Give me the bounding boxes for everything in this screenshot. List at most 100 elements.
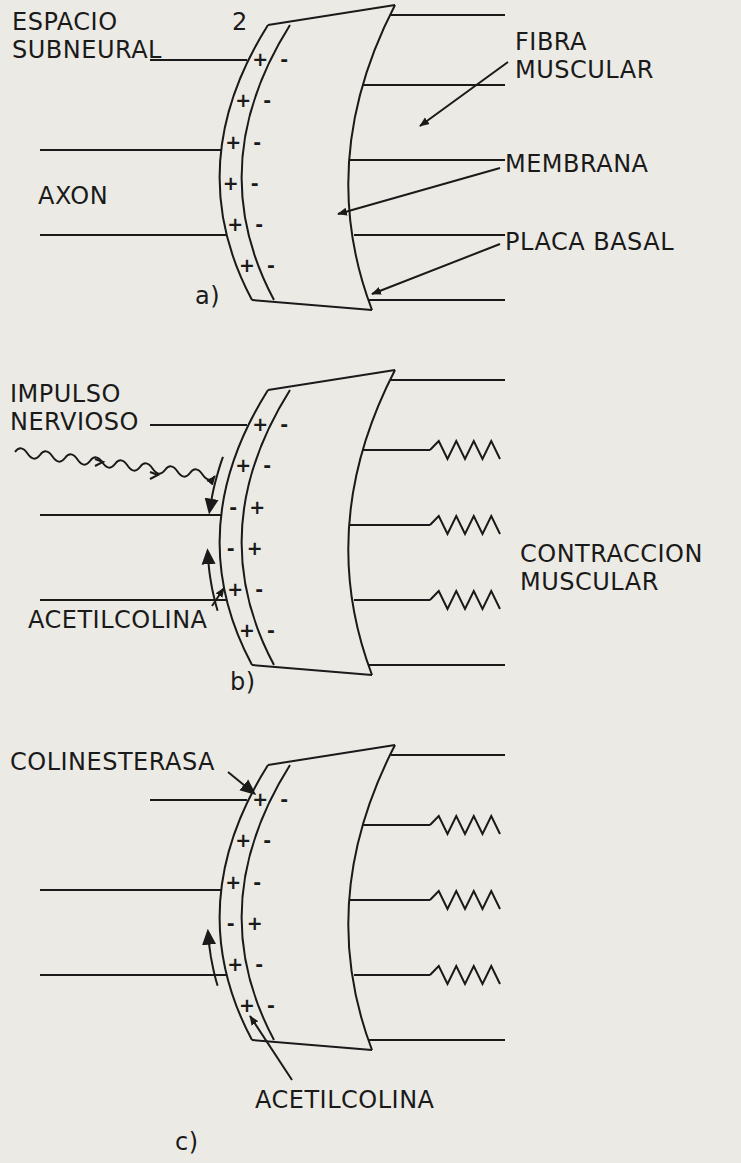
part-label: ESPACIO SUBNEURAL <box>12 8 187 64</box>
contraction-zigzag <box>430 966 500 984</box>
charge-sign: - <box>267 255 275 274</box>
charge-sign: - <box>267 995 275 1014</box>
axon-wall <box>40 889 221 891</box>
panel-drawings <box>15 5 508 1080</box>
charge-sign: - <box>263 456 271 475</box>
charge-sign: - <box>229 497 237 516</box>
charge-sign: - <box>253 872 261 891</box>
charge-sign: + <box>235 456 251 475</box>
muscle-fibre <box>350 899 430 901</box>
part-label: COLINESTERASA <box>10 748 240 776</box>
part-label: AXON <box>38 182 158 210</box>
charge-sign: - <box>280 414 288 433</box>
leader-line <box>338 168 500 214</box>
leader-line <box>372 244 500 294</box>
current-arrow <box>210 457 223 507</box>
basal-plate-arc <box>348 370 395 675</box>
muscle-fibre <box>369 299 505 301</box>
charge-sign: + <box>252 49 268 68</box>
charge-sign: + <box>225 132 241 151</box>
basal-plate-arc <box>348 5 395 310</box>
membrane-arc <box>220 25 268 300</box>
part-label: 2 <box>232 8 262 36</box>
charge-sign: + <box>249 497 265 516</box>
charge-sign: + <box>247 914 263 933</box>
charge-sign: + <box>239 620 255 639</box>
charge-sign: + <box>239 255 255 274</box>
part-label: CONTRACCION MUSCULAR <box>520 540 730 596</box>
impulse-arrowhead <box>150 472 158 479</box>
part-label: IMPULSO NERVIOSO <box>10 380 200 436</box>
axon-wall <box>40 514 221 516</box>
panel-drawing <box>40 745 505 1050</box>
charge-sign: - <box>227 539 235 558</box>
contraction-zigzag <box>430 891 500 909</box>
impulse-arrowhead <box>95 459 103 466</box>
charge-sign: + <box>235 91 251 110</box>
charge-sign: - <box>267 620 275 639</box>
contraction-zigzag <box>430 591 500 609</box>
part-label: ACETILCOLINA <box>28 606 248 634</box>
charge-sign: + <box>247 539 263 558</box>
muscle-fibre <box>362 449 430 451</box>
charge-sign: + <box>227 215 243 234</box>
part-label: FIBRA MUSCULAR <box>515 28 690 84</box>
current-arrow <box>208 937 217 986</box>
charge-sign: + <box>223 174 239 193</box>
charge-sign: + <box>252 414 268 433</box>
junction-edge <box>268 370 395 390</box>
charge-sign: - <box>280 789 288 808</box>
enzyme-arrow <box>228 772 250 790</box>
muscle-fibre <box>354 974 430 976</box>
muscle-fibre <box>391 379 505 381</box>
current-arrow <box>208 556 218 611</box>
charge-sign: + <box>227 955 243 974</box>
charge-sign: + <box>227 580 243 599</box>
charge-sign: - <box>263 91 271 110</box>
axon-wall <box>150 59 247 61</box>
charge-sign: - <box>227 914 235 933</box>
charge-sign: + <box>239 995 255 1014</box>
muscle-fibre <box>354 599 430 601</box>
charge-sign: - <box>251 174 259 193</box>
charge-sign: + <box>225 872 241 891</box>
part-label: MEMBRANA <box>505 150 715 178</box>
charge-sign: - <box>255 215 263 234</box>
charge-sign: + <box>252 789 268 808</box>
axon-wall <box>40 974 226 976</box>
muscle-fibre <box>369 664 505 666</box>
leader-line <box>420 62 508 126</box>
part-label: a) <box>195 282 245 310</box>
axon-wall <box>150 424 247 426</box>
leader-line <box>250 1016 292 1080</box>
muscle-fibre <box>362 824 430 826</box>
charge-sign: - <box>255 580 263 599</box>
muscle-fibre <box>362 84 505 86</box>
membrane-arc <box>220 765 268 1040</box>
muscle-fibre <box>391 754 505 756</box>
leader-line <box>212 588 224 606</box>
charge-sign: - <box>280 49 288 68</box>
contraction-zigzag <box>430 441 500 459</box>
charge-sign: - <box>253 132 261 151</box>
muscle-fibre <box>350 524 430 526</box>
muscle-fibre <box>391 14 505 16</box>
junction-edge <box>268 5 395 25</box>
axon-wall <box>40 149 221 151</box>
junction-edge <box>252 300 372 310</box>
membrane-arc <box>220 390 268 665</box>
part-label: PLACA BASAL <box>505 228 725 256</box>
part-label: c) <box>175 1128 225 1156</box>
axon-wall <box>150 799 247 801</box>
basal-plate-arc <box>348 745 395 1050</box>
part-label: b) <box>230 668 280 696</box>
muscle-fibre <box>354 234 505 236</box>
muscle-fibre <box>350 159 505 161</box>
charge-sign: + <box>235 831 251 850</box>
nerve-impulse-wave <box>15 448 215 479</box>
axon-wall <box>40 234 226 236</box>
muscle-fibre <box>369 1039 505 1041</box>
charge-sign: - <box>255 955 263 974</box>
contraction-zigzag <box>430 816 500 834</box>
charge-sign: - <box>263 831 271 850</box>
